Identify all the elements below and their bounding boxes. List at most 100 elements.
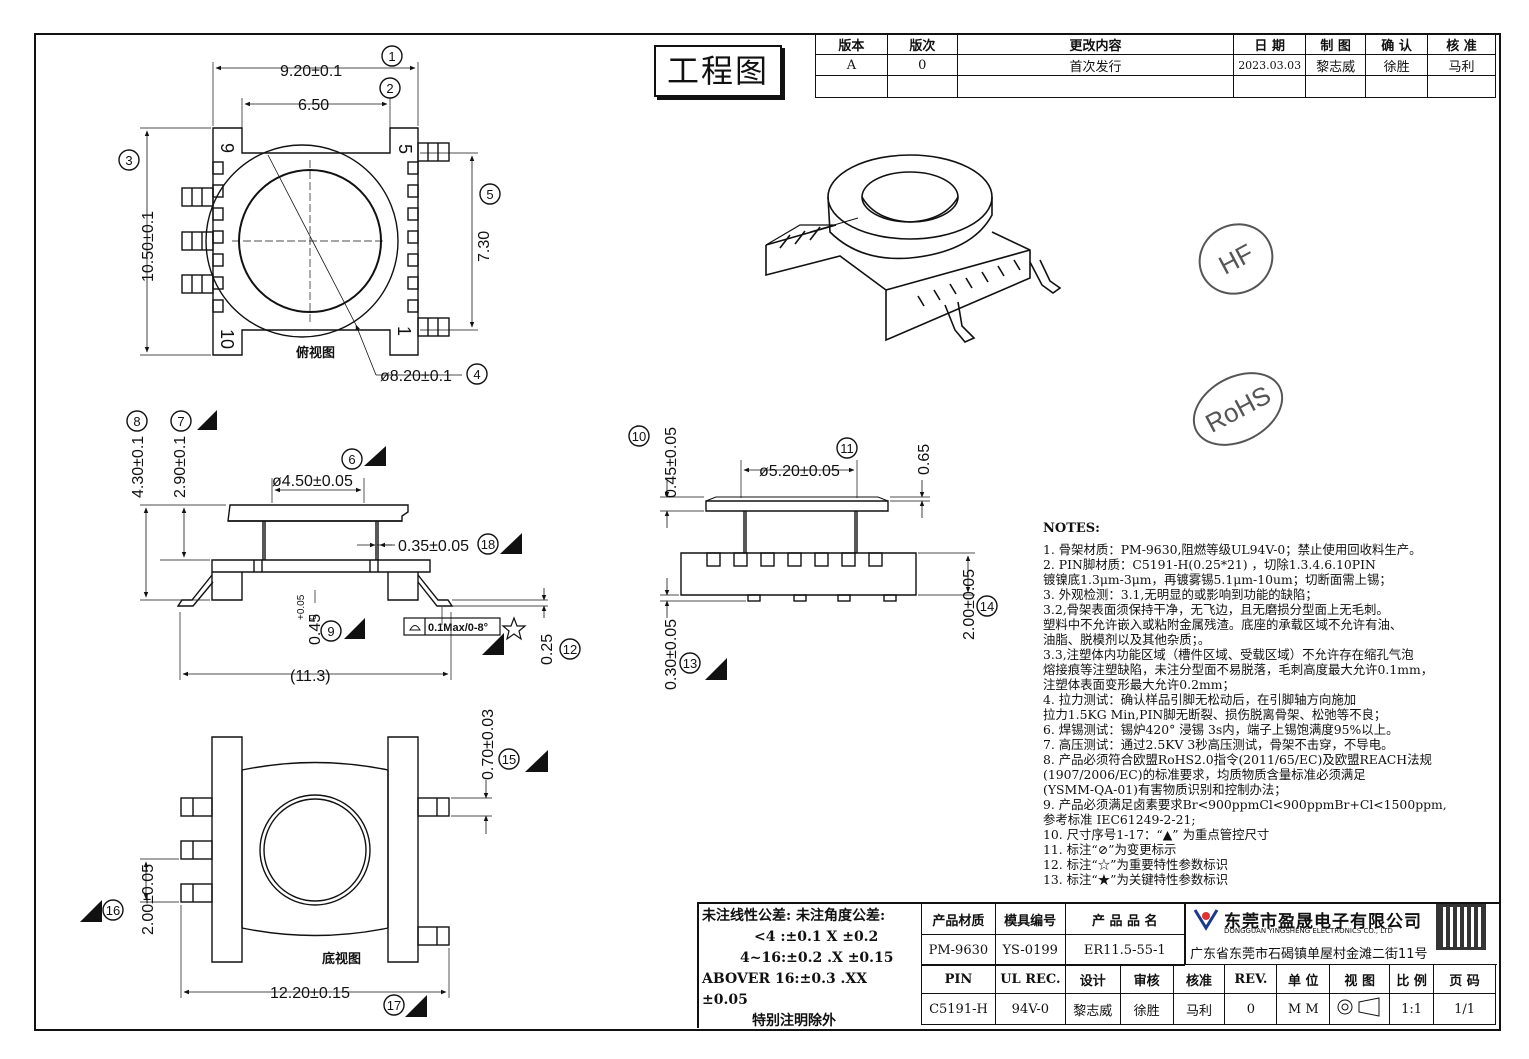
approval-header: 审核 bbox=[1119, 964, 1174, 994]
dim-side-dia: ø4.50±0.05 bbox=[272, 473, 353, 490]
pin-label-1: 1 bbox=[394, 326, 414, 336]
dim-side-0-45: 0.45 bbox=[307, 614, 324, 645]
note-line: 熔接痕等注塑缺陷，未注分型面不易脱落，毛刺高度最大允许0.1mm， bbox=[1043, 662, 1434, 677]
tolerance-block: 未注线性公差: 未注角度公差: <4 :±0.1 X ±0.2 4~16:±0.… bbox=[702, 906, 914, 1032]
note-line: 拉力1.5KG Min,PIN脚无断裂、损伤脱离骨架、松弛等不良； bbox=[1043, 707, 1387, 722]
bottom-view bbox=[102, 736, 520, 1016]
dim-front-2-00: 2.00±0.05 bbox=[961, 569, 978, 640]
key-dim-triangles-bottom bbox=[80, 750, 548, 1017]
note-line: (YSMM-QA-01)有害物质识别和控制办法； bbox=[1043, 782, 1287, 797]
pin-label-9: 9 bbox=[217, 143, 237, 153]
note-line: (1907/2006/EC)的标准要求，均质物质含量标准必须满足 bbox=[1043, 767, 1366, 782]
rev-header-drawn: 制 图 bbox=[1305, 34, 1367, 55]
company-name-cn: 东莞市盈晟电子有限公司 bbox=[1224, 912, 1422, 932]
info-mold-no: YS-0199 bbox=[994, 934, 1066, 966]
approval-designer: 黎志威 bbox=[1064, 993, 1121, 1025]
dim-bottom-width: 12.20±0.15 bbox=[270, 985, 350, 1002]
rev-empty bbox=[1305, 75, 1367, 98]
rev-empty bbox=[956, 75, 1235, 98]
tolerance-line: 特别注明除外 bbox=[752, 1013, 836, 1029]
pin-label-10: 10 bbox=[217, 329, 237, 349]
approval-unit: M M bbox=[1276, 993, 1331, 1025]
balloon-16: 16 bbox=[106, 903, 120, 918]
dim-side-4-30: 4.30±0.1 bbox=[130, 436, 147, 498]
balloon-7: 7 bbox=[177, 414, 184, 429]
balloon-4: 4 bbox=[473, 367, 480, 382]
tolerance-line: <4 :±0.1 X ±0.2 bbox=[754, 929, 879, 945]
dim-front-0-65: 0.65 bbox=[916, 444, 933, 475]
approval-pin-material: C5191-H bbox=[921, 993, 996, 1025]
top-view-label: 俯视图 bbox=[296, 345, 335, 360]
dim-top-width: 9.20±0.1 bbox=[280, 63, 342, 80]
approval-page: 1/1 bbox=[1433, 993, 1496, 1025]
approval-header: UL REC. bbox=[994, 964, 1066, 994]
balloon-11: 11 bbox=[840, 441, 854, 456]
dim-bottom-0-70: 0.70±0.03 bbox=[480, 709, 497, 780]
note-line: 镀镍底1.3μm-3μm，再镀雾锡5.1μm-10um；切断面需上锡； bbox=[1043, 572, 1392, 587]
note-line: 6. 焊锡测试：锡炉420° 浸锡 3s内，端子上锡饱满度95%以上。 bbox=[1043, 722, 1399, 737]
company-logo bbox=[1193, 909, 1219, 931]
dim-side-0-25: 0.25 bbox=[539, 634, 556, 665]
balloon-12: 12 bbox=[563, 642, 577, 657]
note-line: 注塑体表面变形最大允许0.2mm； bbox=[1043, 677, 1235, 692]
approval-scale: 1:1 bbox=[1389, 993, 1435, 1025]
dim-side-2-90: 2.90±0.1 bbox=[172, 436, 189, 498]
info-header: 产品材质 bbox=[921, 903, 996, 935]
note-line: 油脂、脱模剂以及其他杂质；。 bbox=[1043, 632, 1211, 647]
approval-header: 页 码 bbox=[1433, 964, 1496, 994]
notes-heading: NOTES: bbox=[1043, 521, 1100, 536]
balloon-1: 1 bbox=[388, 49, 395, 64]
approval-header: 比 例 bbox=[1389, 964, 1435, 994]
approval-ul: 94V-0 bbox=[994, 993, 1066, 1025]
balloon-18: 18 bbox=[481, 537, 495, 552]
dim-side-0-45-tol-upper: +0.05 bbox=[296, 594, 307, 620]
company-block: 东莞市盈晟电子有限公司 DONGGUAN YINGSHENG ELECTRONI… bbox=[1185, 903, 1497, 965]
pin-label-5: 5 bbox=[395, 144, 415, 154]
rev-empty bbox=[1233, 75, 1307, 98]
note-line: 2. PIN脚材质：C5191-H(0.25*21) ，切除1.3.4.6.10… bbox=[1043, 557, 1376, 572]
balloon-17: 17 bbox=[387, 998, 401, 1013]
rev-cell-drawn: 黎志威 bbox=[1305, 54, 1367, 76]
info-material: PM-9630 bbox=[921, 934, 996, 966]
note-line: 10. 尺寸序号1-17：“▲” 为重点管控尺寸 bbox=[1043, 827, 1270, 842]
notes-lines: 1. 骨架材质：PM-9630,阻燃等级UL94V-0；禁止使用回收料生产。2.… bbox=[1043, 542, 1503, 887]
dim-front-dia: ø5.20±0.05 bbox=[759, 463, 840, 480]
balloon-2: 2 bbox=[386, 81, 393, 96]
isometric-view bbox=[765, 154, 1062, 343]
info-header: 产 品 品 名 bbox=[1064, 903, 1186, 935]
revision-table: 版本 版次 更改内容 日 期 制 图 确 认 核 准 A 0 首次发行 2023… bbox=[815, 34, 1496, 98]
balloon-8: 8 bbox=[133, 414, 140, 429]
dim-side-overall: (11.3) bbox=[290, 668, 331, 685]
key-dim-triangles-side bbox=[197, 410, 522, 655]
notes-block: NOTES: 1. 骨架材质：PM-9630,阻燃等级UL94V-0；禁止使用回… bbox=[1043, 521, 1503, 887]
dim-top-dia: ø8.20±0.1 bbox=[380, 368, 452, 385]
balloon-6: 6 bbox=[348, 452, 355, 467]
key-dim-triangle-front bbox=[705, 658, 727, 680]
company-address: 广东省东莞市石碣镇单屋村金滩二街11号 bbox=[1190, 947, 1428, 962]
note-line: 参考标准 IEC61249-2-21; bbox=[1043, 812, 1196, 827]
note-line: 13. 标注“★”为关键特性参数标识 bbox=[1043, 872, 1229, 887]
rev-cell-approve: 马利 bbox=[1427, 54, 1496, 76]
note-line: 3.2,骨架表面须保持干净，无飞边，且无磨损分型面上无毛刺。 bbox=[1043, 602, 1389, 617]
note-line: 3.3,注塑体内功能区域（槽件区域、受载区域）不允许存在缩孔气泡 bbox=[1043, 647, 1414, 662]
note-line: 11. 标注“⊘”为变更标示 bbox=[1043, 842, 1177, 857]
note-line: 8. 产品必须符合欧盟RoHS2.0指令(2011/65/EC)及欧盟REACH… bbox=[1043, 752, 1432, 767]
balloon-9: 9 bbox=[327, 624, 334, 639]
approval-table: PIN UL REC. 设计 审核 核准 REV. 单 位 视 图 比 例 页 … bbox=[921, 964, 1496, 1025]
dim-top-inner-height: 7.30 bbox=[476, 231, 493, 262]
approval-approver: 马利 bbox=[1172, 993, 1226, 1025]
dim-top-height: 10.50±0.1 bbox=[140, 211, 157, 282]
note-line: 4. 拉力测试：确认样品引脚无松动后，在引脚轴方向施加 bbox=[1043, 692, 1357, 707]
dim-front-0-30: 0.30±0.05 bbox=[663, 619, 680, 690]
rev-header-approve: 核 准 bbox=[1427, 34, 1496, 55]
projection-symbol-icon bbox=[1329, 993, 1391, 1025]
fcf-text: 0.1Max/0-8° bbox=[428, 622, 488, 634]
approval-header: 视 图 bbox=[1329, 964, 1391, 994]
note-line: 9. 产品必须满足卤素要求Br<900ppmCl<900ppmBr+Cl<150… bbox=[1043, 797, 1447, 812]
info-product-name: ER11.5-55-1 bbox=[1064, 934, 1186, 966]
bottom-view-label: 底视图 bbox=[322, 951, 361, 966]
rev-header-check: 确 认 bbox=[1365, 34, 1429, 55]
qr-code-icon bbox=[1436, 904, 1486, 950]
